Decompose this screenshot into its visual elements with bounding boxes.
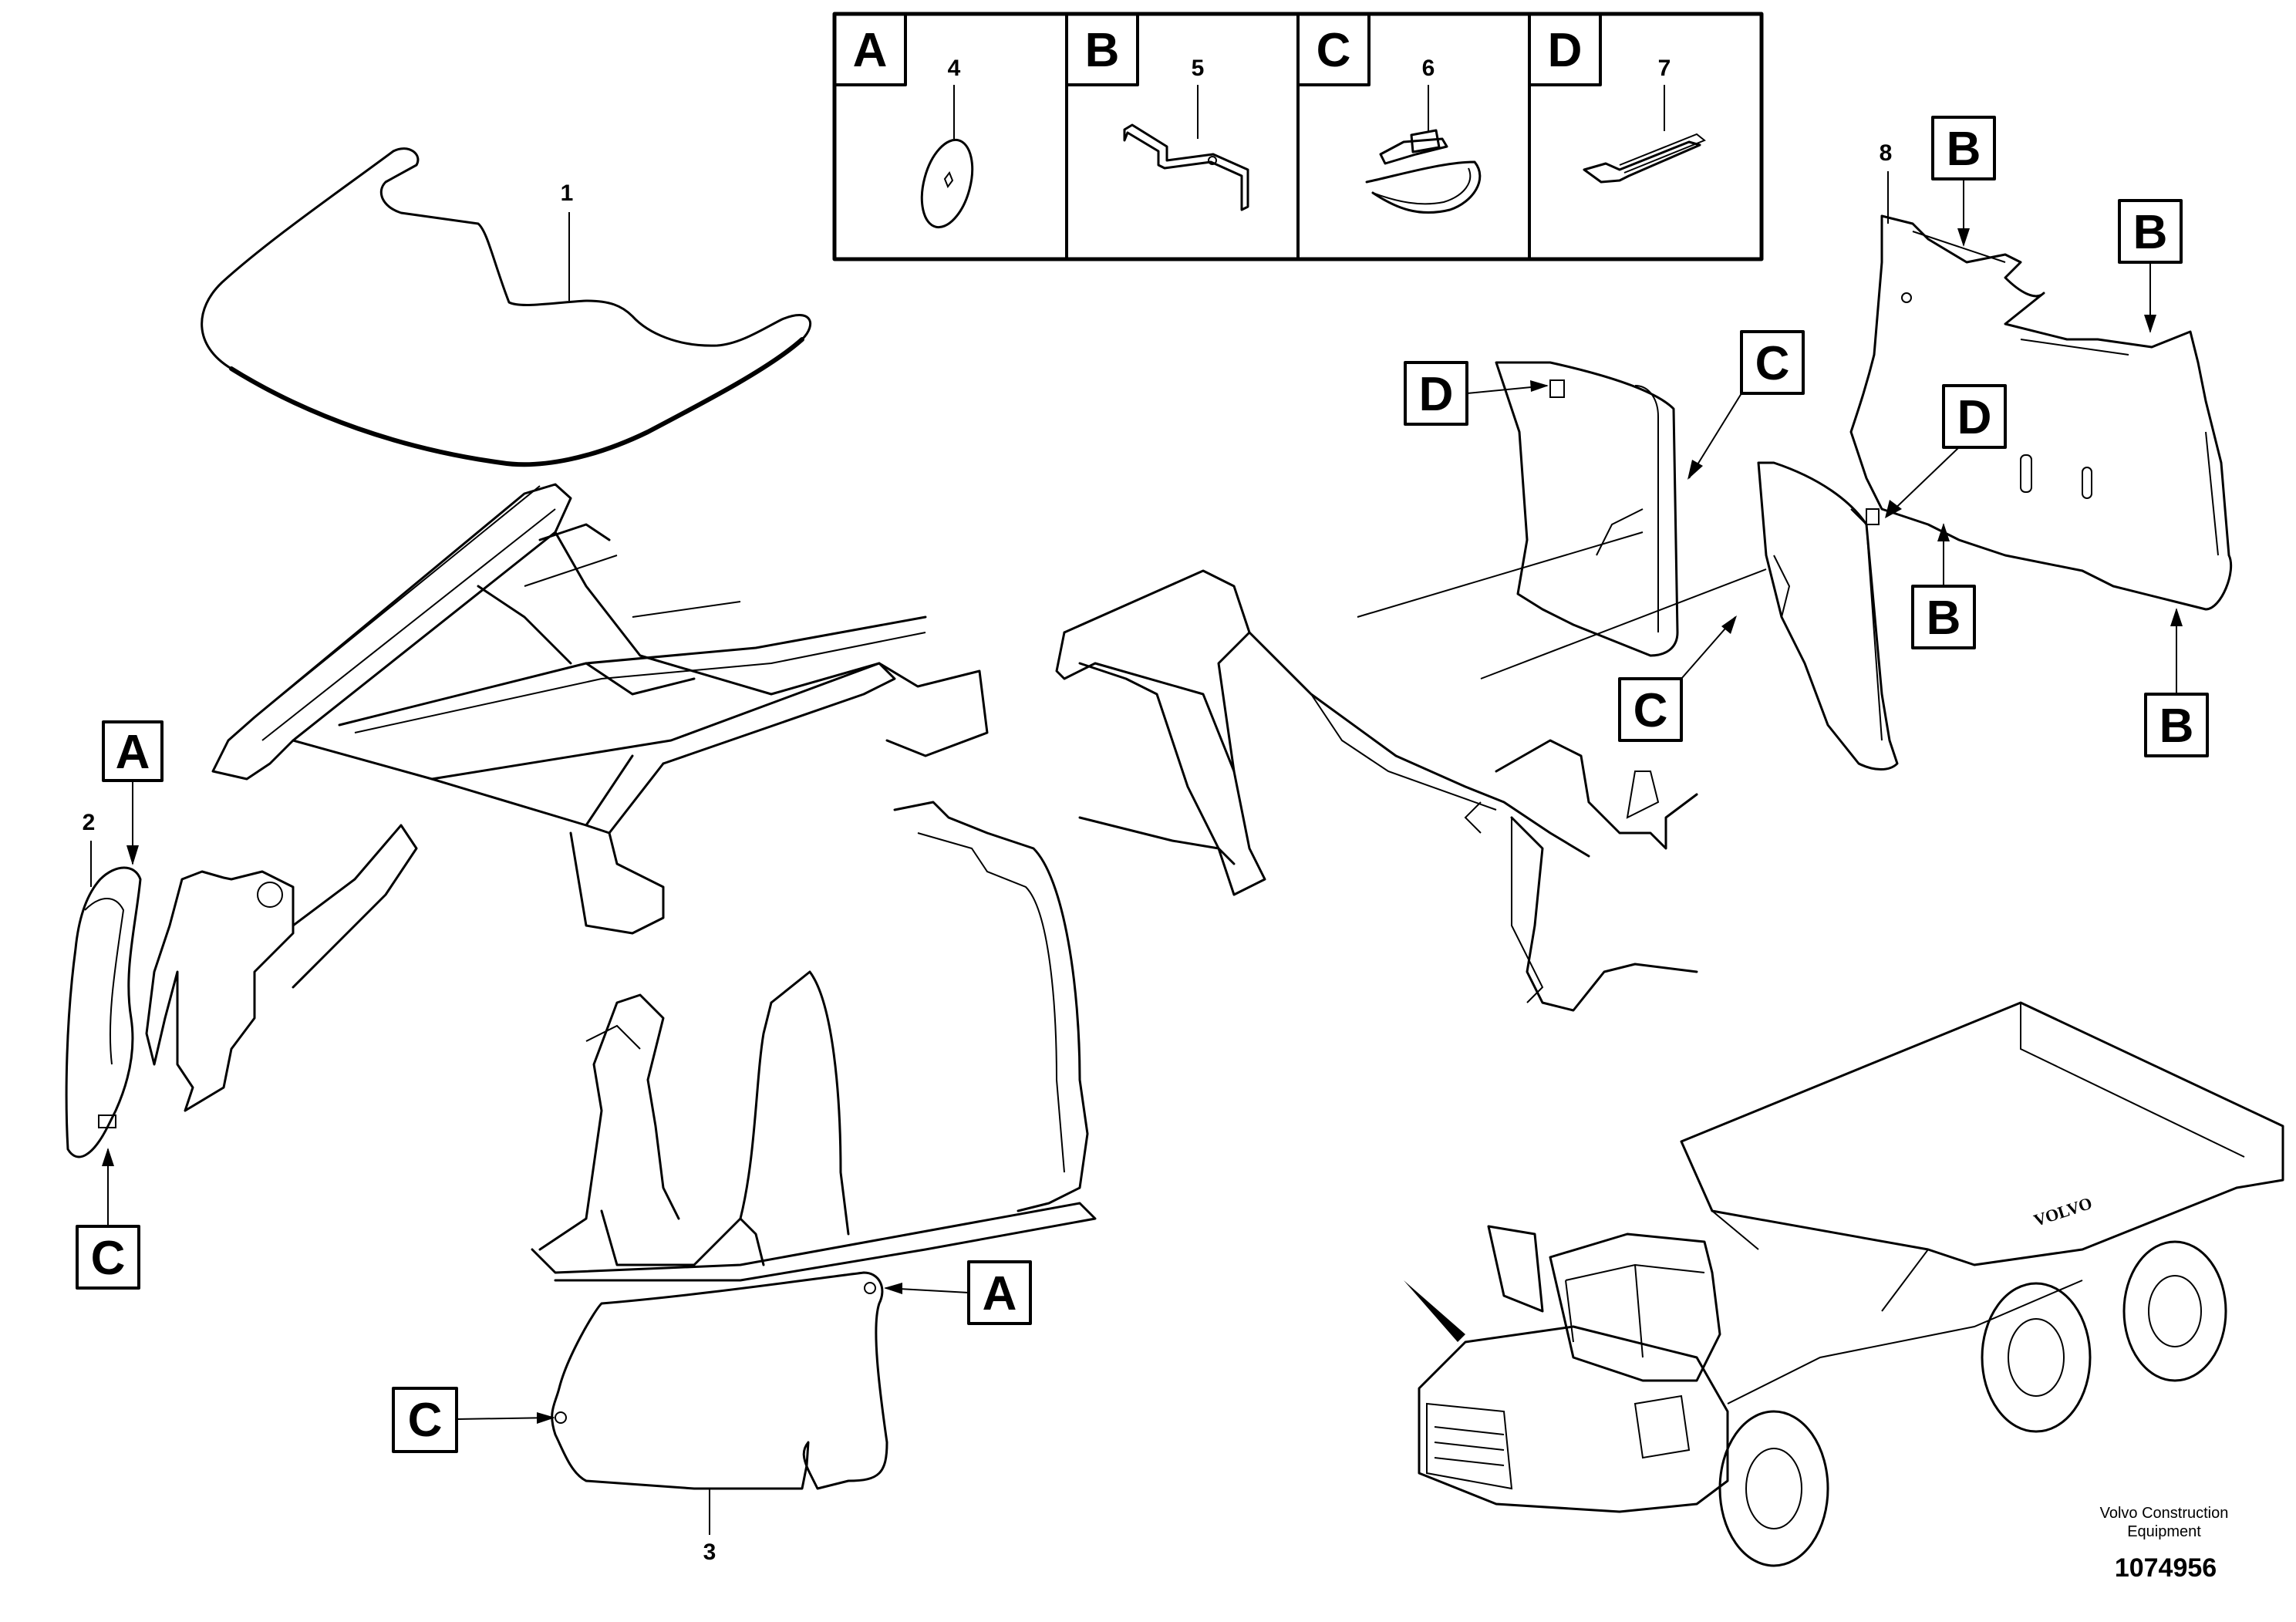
callout-a-left: A: [102, 720, 164, 865]
legend-letter-c: C: [1317, 24, 1351, 77]
legend-part-6: 6: [1422, 56, 1435, 81]
lower-cab-frame: [531, 801, 1097, 1282]
part-8-rear-wall-panel: 8: [1849, 140, 2233, 611]
svg-text:A: A: [116, 726, 150, 779]
legend-letter-b: B: [1085, 24, 1120, 77]
part-label-3: 3: [703, 1539, 716, 1565]
svg-text:C: C: [408, 1394, 443, 1447]
part-label-2: 2: [83, 810, 96, 835]
figure-number: 1074956: [2115, 1553, 2217, 1583]
upper-rear-panel: [1495, 361, 1679, 657]
svg-text:A: A: [983, 1267, 1017, 1320]
legend-part-5: 5: [1192, 56, 1205, 81]
part-label-8: 8: [1880, 140, 1893, 166]
rear-wheel-icon: [1981, 1282, 2092, 1433]
legend-table: A 4 B 5 C 6 D: [832, 12, 1764, 261]
legend-cell-b: B 5: [1065, 12, 1249, 211]
pointer-arrow-icon: [1404, 1280, 1465, 1342]
cable-tie-icon: [1583, 140, 1701, 184]
callout-c-upper: C: [1687, 330, 1805, 480]
callout-b-right: B: [2118, 199, 2183, 333]
callout-d-upper: D: [1404, 361, 1549, 426]
part-3-floor-mat: 3: [551, 1271, 888, 1565]
svg-text:B: B: [2159, 700, 2194, 753]
svg-text:B: B: [2133, 206, 2168, 259]
figure-credit: Volvo Construction Equipment 1074956: [2100, 1505, 2229, 1583]
svg-text:C: C: [1633, 684, 1668, 737]
part-2-side-panel: 2: [65, 810, 142, 1158]
rear-wheel-2-icon: [2122, 1240, 2227, 1382]
credit-company-line1: Volvo Construction: [2100, 1505, 2229, 1522]
callout-c-mid: C: [1618, 615, 1737, 742]
right-support-frame: [1055, 569, 1698, 1012]
callout-c-left: C: [76, 1148, 140, 1290]
callout-d-mid: D: [1885, 384, 2007, 518]
legend-cell-d: D 7: [1528, 12, 1706, 184]
middle-rear-panel: [1757, 461, 1899, 771]
legend-cell-c: C 6: [1296, 12, 1482, 214]
callout-b-top: B: [1931, 116, 1996, 247]
strap-clamp-icon: [1365, 160, 1482, 214]
legend-part-4: 4: [948, 56, 961, 81]
left-cab-frame: [211, 483, 989, 935]
callout-b-mid: B: [1911, 523, 1976, 649]
svg-text:B: B: [1947, 123, 1981, 176]
brand-badge-icon: VOLVO: [2031, 1193, 2095, 1230]
part-1-insulation-mat: 1: [201, 147, 811, 467]
callout-b-bottom: B: [2144, 608, 2209, 757]
part-label-1: 1: [561, 180, 574, 206]
leader-panel-upper: [1357, 531, 1644, 618]
svg-text:D: D: [1419, 368, 1454, 421]
credit-company-line2: Equipment: [2127, 1523, 2201, 1540]
legend-part-7: 7: [1658, 56, 1671, 81]
legend-letter-a: A: [853, 24, 888, 77]
callout-a-bottom: A: [884, 1260, 1032, 1325]
front-wheel-icon: [1718, 1410, 1829, 1567]
legend-letter-d: D: [1548, 24, 1583, 77]
legend-cell-a: A 4: [833, 12, 974, 229]
left-bracket-assembly: [145, 824, 418, 1112]
svg-text:C: C: [1755, 337, 1790, 390]
clip-bracket-icon: [1123, 123, 1249, 211]
svg-text:C: C: [91, 1232, 126, 1285]
callout-c-bottom: C: [392, 1387, 555, 1453]
dump-truck-illustration: VOLVO: [1404, 1001, 2284, 1567]
svg-text:B: B: [1927, 592, 1961, 645]
svg-text:D: D: [1957, 391, 1992, 444]
plug-icon: [920, 138, 974, 229]
leader-panel-mid: [1480, 568, 1767, 679]
